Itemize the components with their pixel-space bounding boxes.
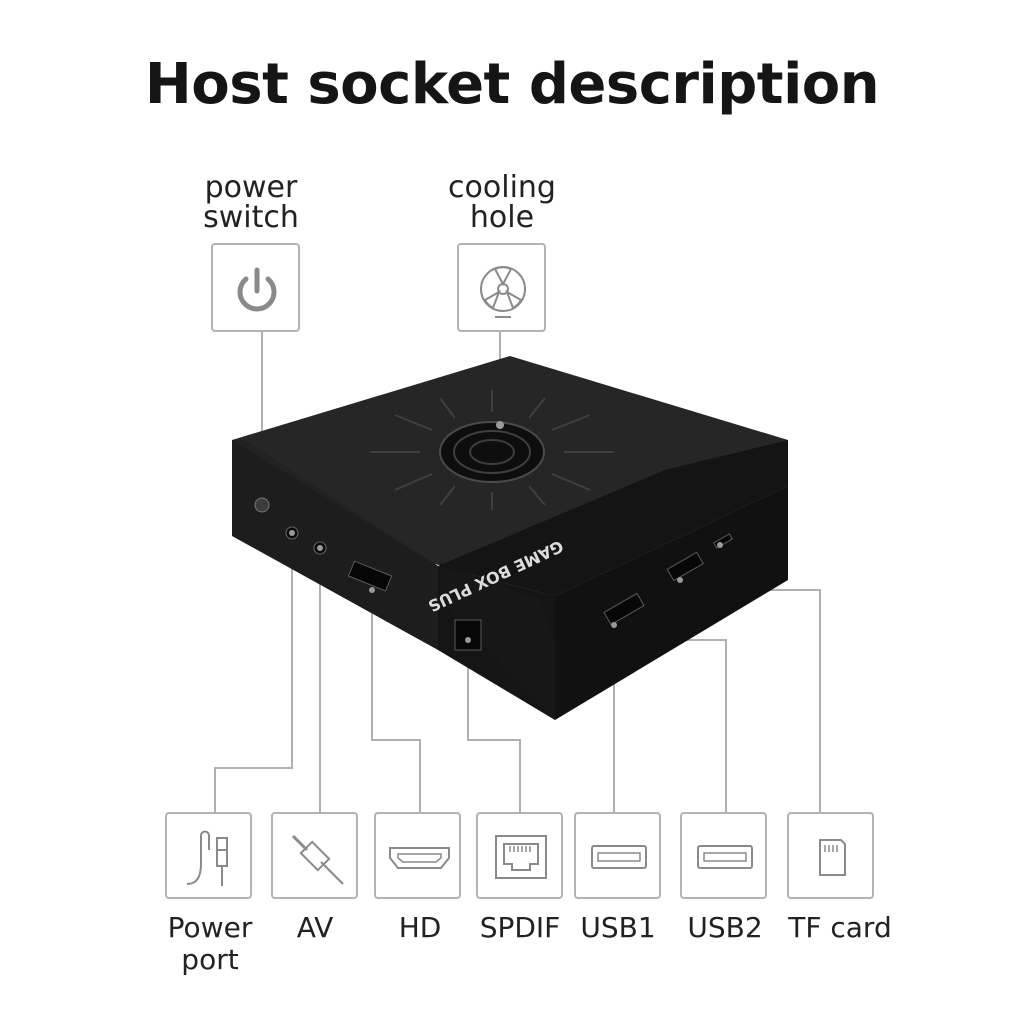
power-switch-button <box>254 497 270 513</box>
power-plug-icon <box>186 830 228 886</box>
device-brand-strip <box>438 440 788 596</box>
usb2-socket <box>666 551 704 582</box>
power-switch-icon-box <box>211 243 300 332</box>
usb1-socket <box>603 592 645 626</box>
usb1-label: USB1 <box>580 911 656 944</box>
cooling-hole-label: cooling hole <box>448 170 556 235</box>
usb2-label: USB2 <box>687 911 763 944</box>
usb1-port-icon <box>591 845 647 869</box>
fan-icon <box>480 266 526 318</box>
hd-icon-box <box>374 812 461 899</box>
av-icon-box <box>271 812 358 899</box>
usb2-icon-box <box>680 812 767 899</box>
hdmi-icon <box>389 847 450 869</box>
rca-cable-icon <box>291 834 344 885</box>
power-switch-label: power switch <box>203 170 299 235</box>
leader-line-power-port <box>214 533 293 812</box>
power-port-label: Power port <box>167 911 253 976</box>
device-front-left-face <box>232 440 438 650</box>
leader-line-spdif <box>467 640 521 812</box>
power-port-icon-box <box>165 812 252 899</box>
cooling-vent-grille <box>370 390 614 510</box>
power-icon <box>237 267 277 312</box>
ethernet-port-icon <box>495 835 547 879</box>
leader-line-hd <box>371 590 421 812</box>
cooling-hole-icon-box <box>457 243 546 332</box>
device-front-right-face <box>555 486 788 720</box>
spdif-label: SPDIF <box>479 911 561 944</box>
sd-card-icon <box>819 839 846 876</box>
hd-label: HD <box>398 911 442 944</box>
usb1-icon-box <box>574 812 661 899</box>
spdif-icon-box <box>476 812 563 899</box>
spdif-socket <box>454 619 482 651</box>
usb2-port-icon <box>697 845 753 869</box>
tf-card-icon-box <box>787 812 874 899</box>
av-label: AV <box>296 911 334 944</box>
tf-card-label: TF card <box>788 911 892 944</box>
page-title: Host socket description <box>144 52 880 117</box>
hd-socket <box>347 560 393 592</box>
